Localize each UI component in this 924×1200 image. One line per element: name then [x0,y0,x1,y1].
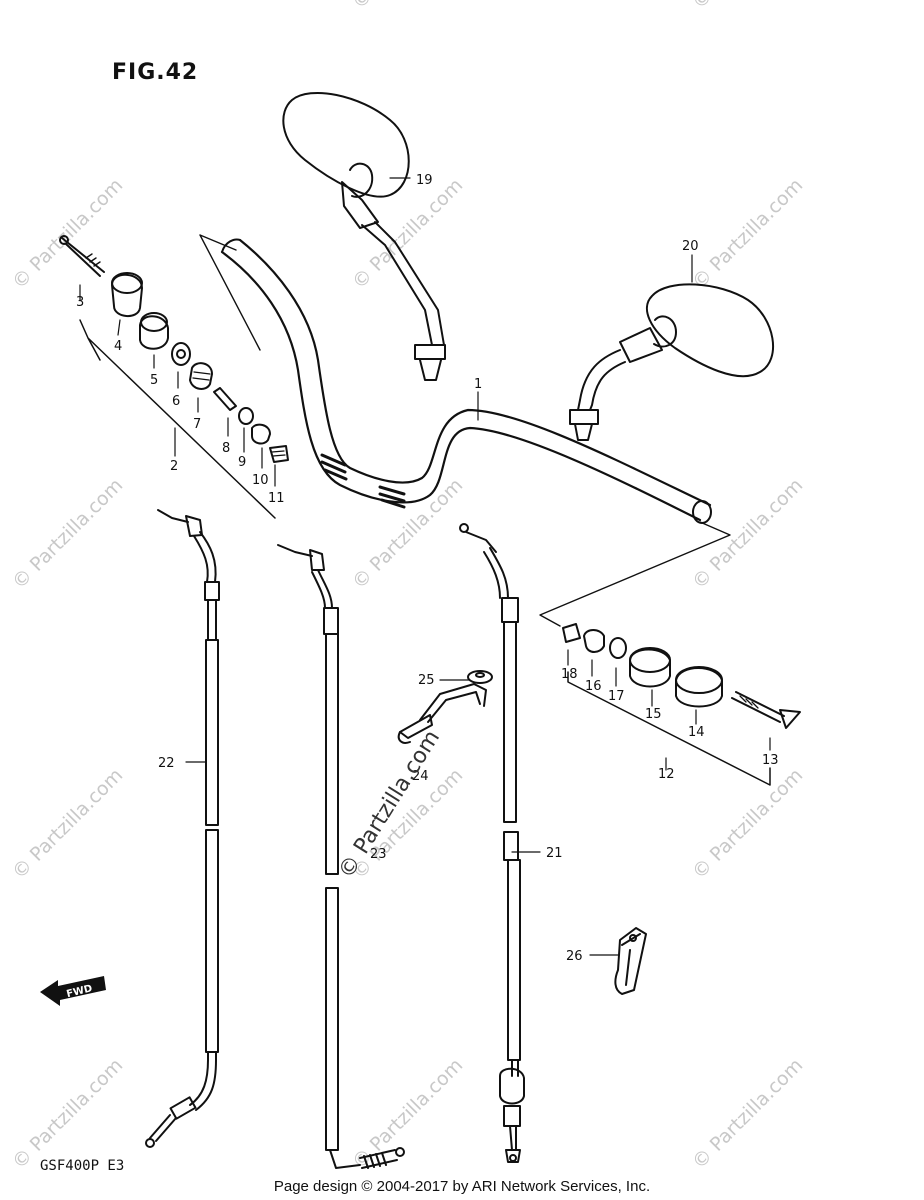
watermark-text: © Partzilla.com [688,474,807,593]
callout-11[interactable]: 11 [268,491,285,506]
watermark-text: © Partzilla.com [688,764,807,883]
callout-26[interactable]: 26 [566,949,583,964]
guide-line-left [199,234,261,351]
watermark-text: © Partzilla.com [348,0,467,14]
callout-5[interactable]: 5 [150,373,158,388]
handlebar[interactable] [220,238,712,524]
mirror-right[interactable] [569,283,774,441]
callout-23[interactable]: 23 [370,847,387,862]
callout-4[interactable]: 4 [114,339,122,354]
callout-15[interactable]: 15 [645,707,662,722]
left-grip-assembly[interactable] [59,235,289,463]
callout-18[interactable]: 18 [561,667,578,682]
callout-20[interactable]: 20 [682,239,699,254]
callout-17[interactable]: 17 [608,689,625,704]
callout-2[interactable]: 2 [170,459,178,474]
callout-3[interactable]: 3 [76,295,84,310]
cable-23[interactable] [277,544,405,1169]
callout-10[interactable]: 10 [252,473,269,488]
callout-6[interactable]: 6 [172,394,180,409]
watermark-text: © Partzilla.com [688,0,807,14]
cable-21[interactable] [459,523,525,1163]
watermark-text: © Partzilla.com [688,174,807,293]
callout-22[interactable]: 22 [158,756,175,771]
cable-22[interactable] [145,509,220,1148]
callout-21[interactable]: 21 [546,846,563,861]
watermark-text: © Partzilla.com [8,764,127,883]
model-code: GSF400P E3 [40,1158,125,1174]
figure-title: FIG.42 [112,60,199,85]
clamp-26[interactable] [614,927,647,995]
forward-direction-arrow: FWD [40,976,106,1006]
callout-7[interactable]: 7 [193,417,201,432]
bracket-2 [79,319,276,519]
watermark-text: © Partzilla.com [8,174,127,293]
watermark-text: © Partzilla.com [348,474,467,593]
callout-16[interactable]: 16 [585,679,602,694]
callout-numbers: 1 2 3 4 5 6 7 8 9 10 11 12 13 14 15 16 1… [76,173,779,964]
callout-13[interactable]: 13 [762,753,779,768]
watermark-layer: © Partzilla.com © Partzilla.com © Partzill… [8,0,807,1174]
callout-25[interactable]: 25 [418,673,435,688]
callout-9[interactable]: 9 [238,455,246,470]
callout-14[interactable]: 14 [688,725,705,740]
callout-24[interactable]: 24 [412,769,429,784]
guide-line-right [539,521,731,627]
bracket-12 [567,671,771,786]
cable-guide-24[interactable] [397,683,487,744]
watermark-text: © Partzilla.com [8,474,127,593]
watermark-text: © Partzilla.com [688,1054,807,1173]
mirror-left[interactable] [282,92,446,381]
watermark-text: © Partzilla.com [8,1054,127,1173]
callout-8[interactable]: 8 [222,441,230,456]
grommet-25[interactable] [467,670,493,684]
callout-leaders [79,177,771,956]
callout-1[interactable]: 1 [474,377,482,392]
callout-19[interactable]: 19 [416,173,433,188]
copyright-footer: Page design © 2004-2017 by ARI Network S… [273,1178,651,1195]
callout-12[interactable]: 12 [658,767,675,782]
right-grip-assembly[interactable] [562,623,801,729]
